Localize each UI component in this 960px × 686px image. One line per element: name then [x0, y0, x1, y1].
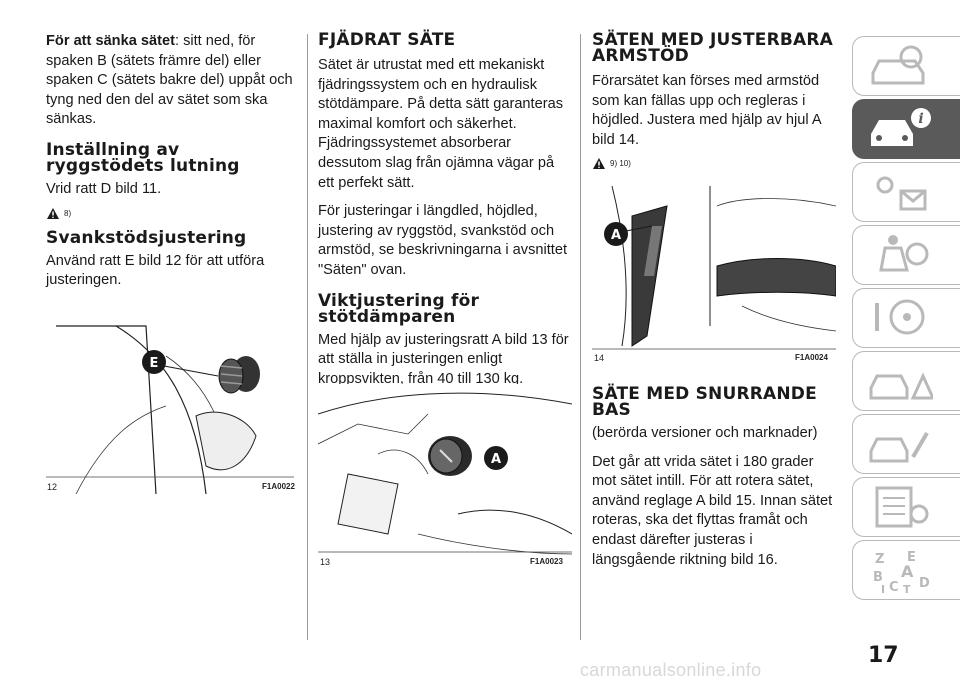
figure-12-code: F1A0022 [262, 482, 295, 491]
column-3: SÄTEN MED JUSTERBARA ARMSTÖD Förarsätet … [592, 32, 836, 180]
armrest-heading: SÄTEN MED JUSTERBARA ARMSTÖD [592, 30, 834, 66]
armrest-warning: 9) 10) [592, 157, 836, 170]
starting-driving-icon [875, 299, 925, 335]
tab-safety[interactable] [852, 225, 960, 285]
column-divider-1 [307, 34, 308, 640]
tab-maintenance[interactable] [852, 414, 960, 474]
index-letter-c: C [889, 580, 899, 593]
weight-adjust-heading: Viktjustering för stötdämparen [318, 290, 480, 327]
armrest-text: Förarsätet kan förses med armstöd som ka… [592, 73, 821, 148]
backrest-text: Vrid ratt D bild 11. [46, 180, 162, 197]
figure-13-weight-knob: A [318, 384, 572, 570]
swivel-section: SÄTE MED SNURRANDE BAS (berörda versione… [592, 386, 836, 579]
lower-seat-text: : sitt ned, för spaken B (sätets främre … [46, 33, 293, 128]
backrest-warning-ref: 8) [64, 208, 72, 218]
technical-data-icon [875, 486, 929, 528]
tab-technical-data[interactable] [852, 477, 960, 537]
page-number: 17 [868, 643, 899, 668]
warning-lights-icon [876, 176, 927, 211]
index-letter-e: E [907, 550, 916, 565]
figure-13-number: 13 [320, 557, 331, 567]
tab-warning-lights[interactable] [852, 162, 960, 222]
figure-13-callout: A [491, 452, 501, 467]
emergency-icon [869, 372, 933, 400]
index-letter-a: A [901, 562, 914, 581]
svg-text:i: i [918, 111, 923, 127]
column-divider-2 [580, 34, 581, 640]
warning-triangle-icon [47, 207, 59, 219]
figure-13-code: F1A0023 [530, 557, 563, 566]
dashboard-icon [871, 45, 925, 85]
suspended-seat-para1: Sätet är utrustat med ett mekaniskt fjäd… [318, 57, 563, 191]
backrest-heading: Inställning av ryggstödets lutning [46, 139, 240, 176]
index-icon: Z E A B C D T I [873, 550, 930, 593]
tab-emergency[interactable] [852, 351, 960, 411]
column-2: FJÄDRAT SÄTE Sätet är utrustat med ett m… [318, 32, 572, 398]
index-letter-i: I [881, 583, 885, 593]
warning-triangle-icon [593, 158, 605, 170]
suspended-seat-para2: För justeringar i längdled, höjdled, jus… [318, 203, 568, 278]
figure-14-number: 14 [594, 353, 605, 363]
car-info-icon: i [871, 108, 931, 146]
swivel-subtitle: (berörda versioner och marknader) [592, 425, 818, 441]
safety-airbag-icon [879, 235, 929, 272]
tab-index[interactable]: Z E A B C D T I [852, 540, 960, 600]
figure-12-callout: E [150, 356, 159, 371]
figure-12-lumbar-knob: E [46, 316, 294, 494]
swivel-text: Det går att vrida sätet i 180 grader mot… [592, 453, 833, 568]
suspended-seat-heading: FJÄDRAT SÄTE [318, 30, 456, 50]
index-letter-z: Z [875, 552, 884, 567]
figure-14-callout: A [611, 228, 621, 243]
lumbar-heading: Svankstödsjustering [46, 227, 247, 248]
lumbar-text: Använd ratt E bild 12 för att utföra jus… [46, 252, 265, 289]
column-1: För att sänka sätet: sitt ned, för spake… [46, 32, 294, 300]
weight-adjust-text: Med hjälp av justeringsratt A bild 13 fö… [318, 331, 569, 387]
armrest-warning-refs: 9) 10) [610, 159, 631, 169]
lower-seat-paragraph: För att sänka sätet: sitt ned, för spake… [46, 32, 294, 130]
swivel-heading: SÄTE MED SNURRANDE BAS [592, 384, 817, 420]
index-letter-t: T [903, 583, 911, 593]
index-letter-d: D [919, 576, 930, 591]
tab-car-info[interactable]: i [852, 99, 960, 159]
figure-14-code: F1A0024 [795, 353, 828, 362]
maintenance-icon [869, 431, 929, 463]
tab-starting-driving[interactable] [852, 288, 960, 348]
watermark-text: carmanualsonline.info [580, 660, 762, 680]
figure-14-armrest: A [592, 186, 836, 366]
lower-seat-bold: För att sänka sätet [46, 33, 175, 49]
backrest-warning: 8) [46, 207, 294, 220]
chapter-sidebar: i Z E A B C D T I [852, 36, 960, 603]
tab-dashboard[interactable] [852, 36, 960, 96]
index-letter-b: B [873, 570, 883, 585]
figure-12-number: 12 [47, 482, 58, 492]
